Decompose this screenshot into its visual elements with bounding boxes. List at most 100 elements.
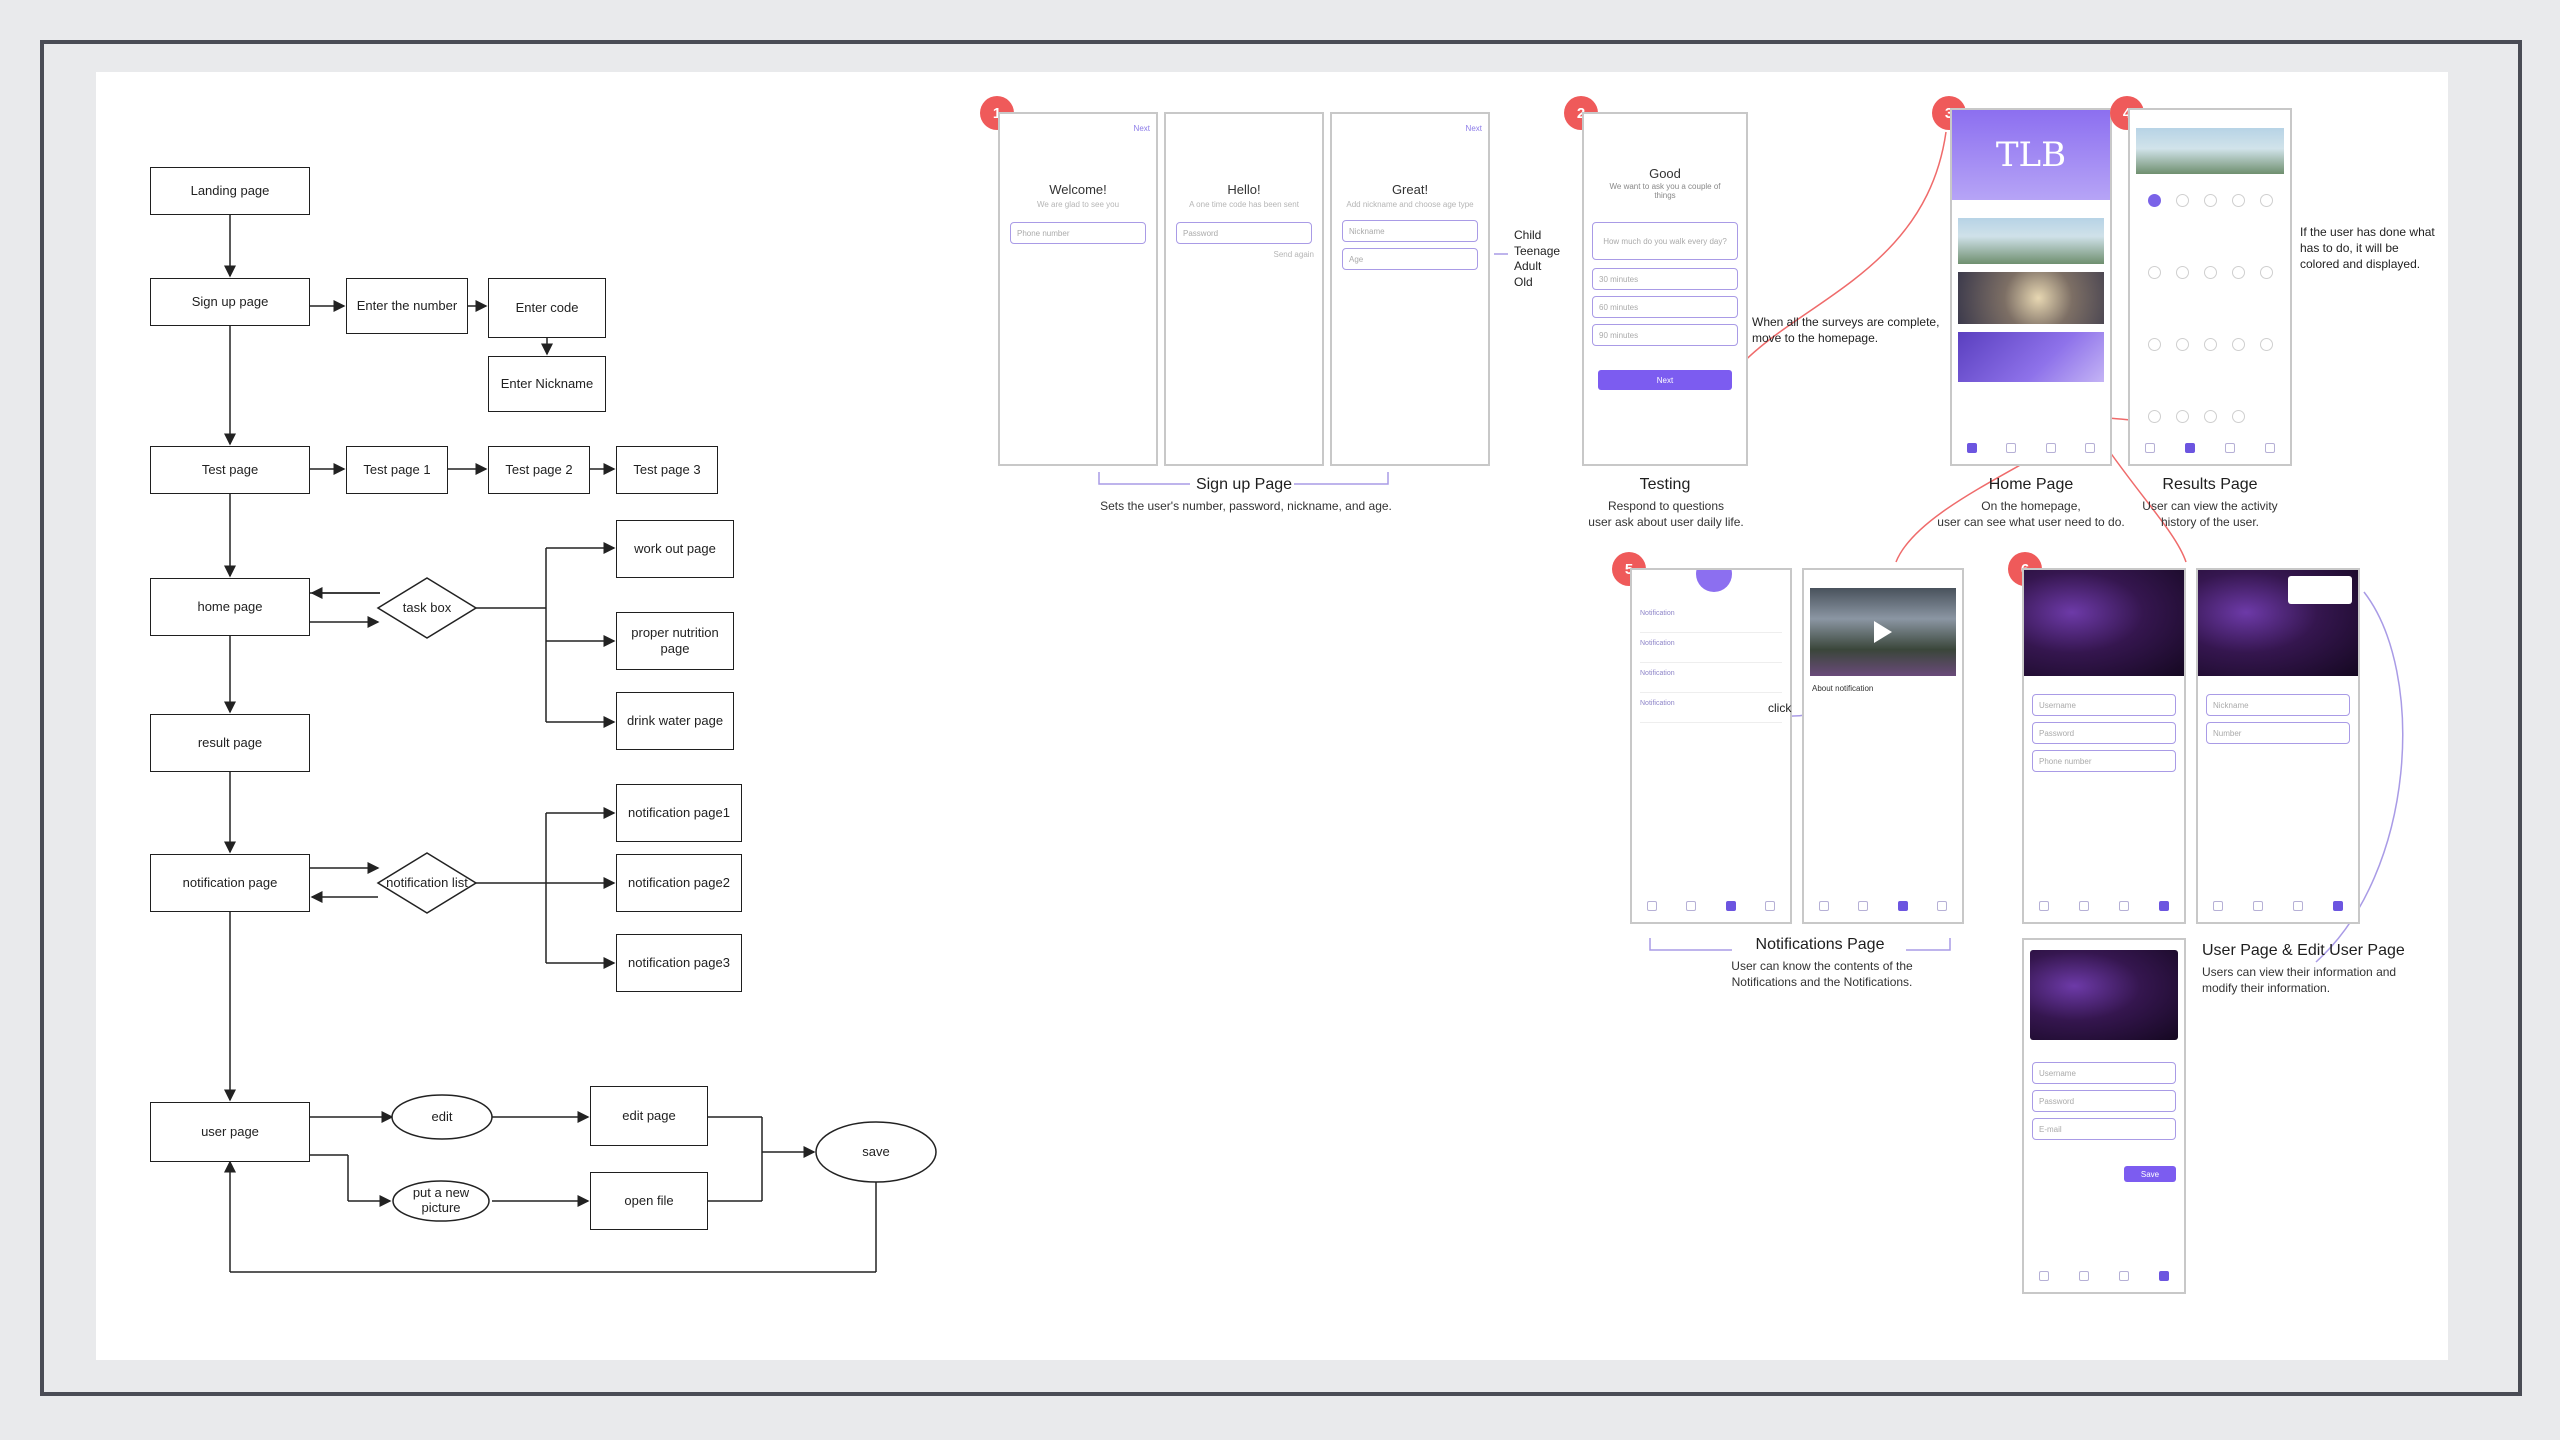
user-icon[interactable] xyxy=(1765,901,1776,911)
great-title: Great! xyxy=(1391,182,1429,197)
nickname-field[interactable]: Nickname xyxy=(2206,694,2350,716)
phone-field: Phone number xyxy=(2032,750,2176,772)
flow-test-page: Test page xyxy=(150,446,310,494)
chart-icon[interactable] xyxy=(2253,901,2263,911)
flow-home-page: home page xyxy=(150,578,310,636)
chart-icon[interactable] xyxy=(2079,1271,2089,1281)
great-subtitle: Add nickname and choose age type xyxy=(1346,200,1474,209)
nickname-input[interactable]: Nickname xyxy=(1342,220,1478,242)
result-circle xyxy=(2176,410,2189,423)
flow-test-page-2: Test page 2 xyxy=(488,446,590,494)
good-title: Good xyxy=(1649,166,1681,181)
bell-icon[interactable] xyxy=(1897,901,1908,911)
bottom-nav xyxy=(2130,440,2290,456)
chart-icon[interactable] xyxy=(2079,901,2089,911)
bell-icon[interactable] xyxy=(2293,901,2303,911)
home-caption-title: Home Page xyxy=(1988,476,2074,493)
result-circle xyxy=(2232,410,2245,423)
home-icon[interactable] xyxy=(2145,443,2155,453)
signup-screen-welcome: Next Welcome! We are glad to see you Pho… xyxy=(998,112,1158,466)
bell-icon[interactable] xyxy=(2119,1271,2129,1281)
home-icon[interactable] xyxy=(2039,1271,2049,1281)
flow-user-page: user page xyxy=(150,1102,310,1162)
notifications-list-screen: Notification Notification Notification N… xyxy=(1630,568,1792,924)
chart-icon[interactable] xyxy=(2185,443,2195,453)
notification-row[interactable]: Notification xyxy=(1640,700,1782,723)
result-circle xyxy=(2232,194,2245,207)
flow-task-box-label: task box xyxy=(402,599,452,615)
flow-water-page: drink water page xyxy=(616,692,734,750)
click-label: click xyxy=(1768,701,1792,715)
flow-save-label: save xyxy=(862,1143,890,1159)
user-icon[interactable] xyxy=(2085,443,2096,453)
password-input[interactable]: Password xyxy=(2032,1090,2176,1112)
age-select[interactable]: Age xyxy=(1342,248,1478,270)
signup-caption-title: Sign up Page xyxy=(1195,476,1293,493)
edit-menu-popup[interactable] xyxy=(2288,576,2352,604)
profile-picture[interactable] xyxy=(2030,950,2178,1040)
save-button[interactable]: Save xyxy=(2124,1166,2176,1182)
chart-icon[interactable] xyxy=(2006,443,2017,453)
welcome-subtitle: We are glad to see you xyxy=(1036,200,1120,209)
bell-icon[interactable] xyxy=(2045,443,2056,453)
option-90[interactable]: 90 minutes xyxy=(1592,324,1738,346)
user-icon[interactable] xyxy=(2265,443,2275,453)
result-circle xyxy=(2148,410,2161,423)
home-icon[interactable] xyxy=(1966,443,1977,453)
number-field[interactable]: Number xyxy=(2206,722,2350,744)
nutrition-image[interactable] xyxy=(1958,272,2104,324)
result-circle xyxy=(2260,266,2273,279)
option-60[interactable]: 60 minutes xyxy=(1592,296,1738,318)
edit-user-screen: Nickname Number xyxy=(2196,568,2360,924)
edit-ellipse xyxy=(391,1094,493,1140)
chart-icon[interactable] xyxy=(1686,901,1697,911)
user-icon[interactable] xyxy=(2159,1271,2169,1281)
welcome-title: Welcome! xyxy=(1049,182,1107,197)
phone-number-input[interactable]: Phone number xyxy=(1010,222,1146,244)
bell-icon[interactable] xyxy=(1725,901,1736,911)
task-box-diamond xyxy=(376,577,478,639)
result-circle xyxy=(2204,410,2217,423)
notification-list-diamond xyxy=(376,852,478,914)
water-image[interactable] xyxy=(1958,332,2104,382)
notification-video[interactable] xyxy=(1810,588,1956,676)
notification-row[interactable]: Notification xyxy=(1640,670,1782,693)
bottom-nav xyxy=(2198,898,2358,914)
age-option: Old xyxy=(1514,274,1533,289)
home-icon[interactable] xyxy=(1646,901,1657,911)
save-ellipse xyxy=(815,1121,937,1183)
bell-icon[interactable] xyxy=(2225,443,2235,453)
bottom-nav xyxy=(1804,898,1962,914)
workout-image[interactable] xyxy=(1958,218,2104,264)
edit-user-form-screen: Username Password E-mail Save xyxy=(2022,938,2186,1294)
profile-cover-image xyxy=(2024,570,2184,676)
option-30[interactable]: 30 minutes xyxy=(1592,268,1738,290)
results-banner-image xyxy=(2136,128,2284,174)
notification-row[interactable]: Notification xyxy=(1640,640,1782,663)
home-icon[interactable] xyxy=(2039,901,2049,911)
next-link-2[interactable]: Next xyxy=(1465,124,1482,133)
password-input[interactable]: Password xyxy=(1176,222,1312,244)
flow-edit-label: edit xyxy=(431,1108,453,1124)
bell-icon[interactable] xyxy=(2119,901,2129,911)
home-caption-text: On the homepage, user can see what user … xyxy=(1937,499,2125,530)
flow-landing-page: Landing page xyxy=(150,167,310,215)
flow-notification-page: notification page xyxy=(150,854,310,912)
play-icon[interactable] xyxy=(1874,621,1892,643)
notifications-caption-title: Notifications Page xyxy=(1755,936,1885,953)
home-icon[interactable] xyxy=(2213,901,2223,911)
user-icon[interactable] xyxy=(1937,901,1948,911)
user-icon[interactable] xyxy=(2159,901,2169,911)
home-icon[interactable] xyxy=(1818,901,1829,911)
flow-put-picture-label: put a new picture xyxy=(412,1185,470,1215)
email-input[interactable]: E-mail xyxy=(2032,1118,2176,1140)
username-input[interactable]: Username xyxy=(2032,1062,2176,1084)
notification-row[interactable]: Notification xyxy=(1640,610,1782,633)
user-caption-text: Users can view their information and mod… xyxy=(2202,965,2397,996)
bottom-nav xyxy=(1952,440,2110,456)
next-button[interactable]: Next xyxy=(1598,370,1732,390)
chart-icon[interactable] xyxy=(1858,901,1869,911)
send-again-link[interactable]: Send again xyxy=(1273,250,1314,259)
user-icon[interactable] xyxy=(2333,901,2343,911)
next-link[interactable]: Next xyxy=(1133,124,1150,133)
